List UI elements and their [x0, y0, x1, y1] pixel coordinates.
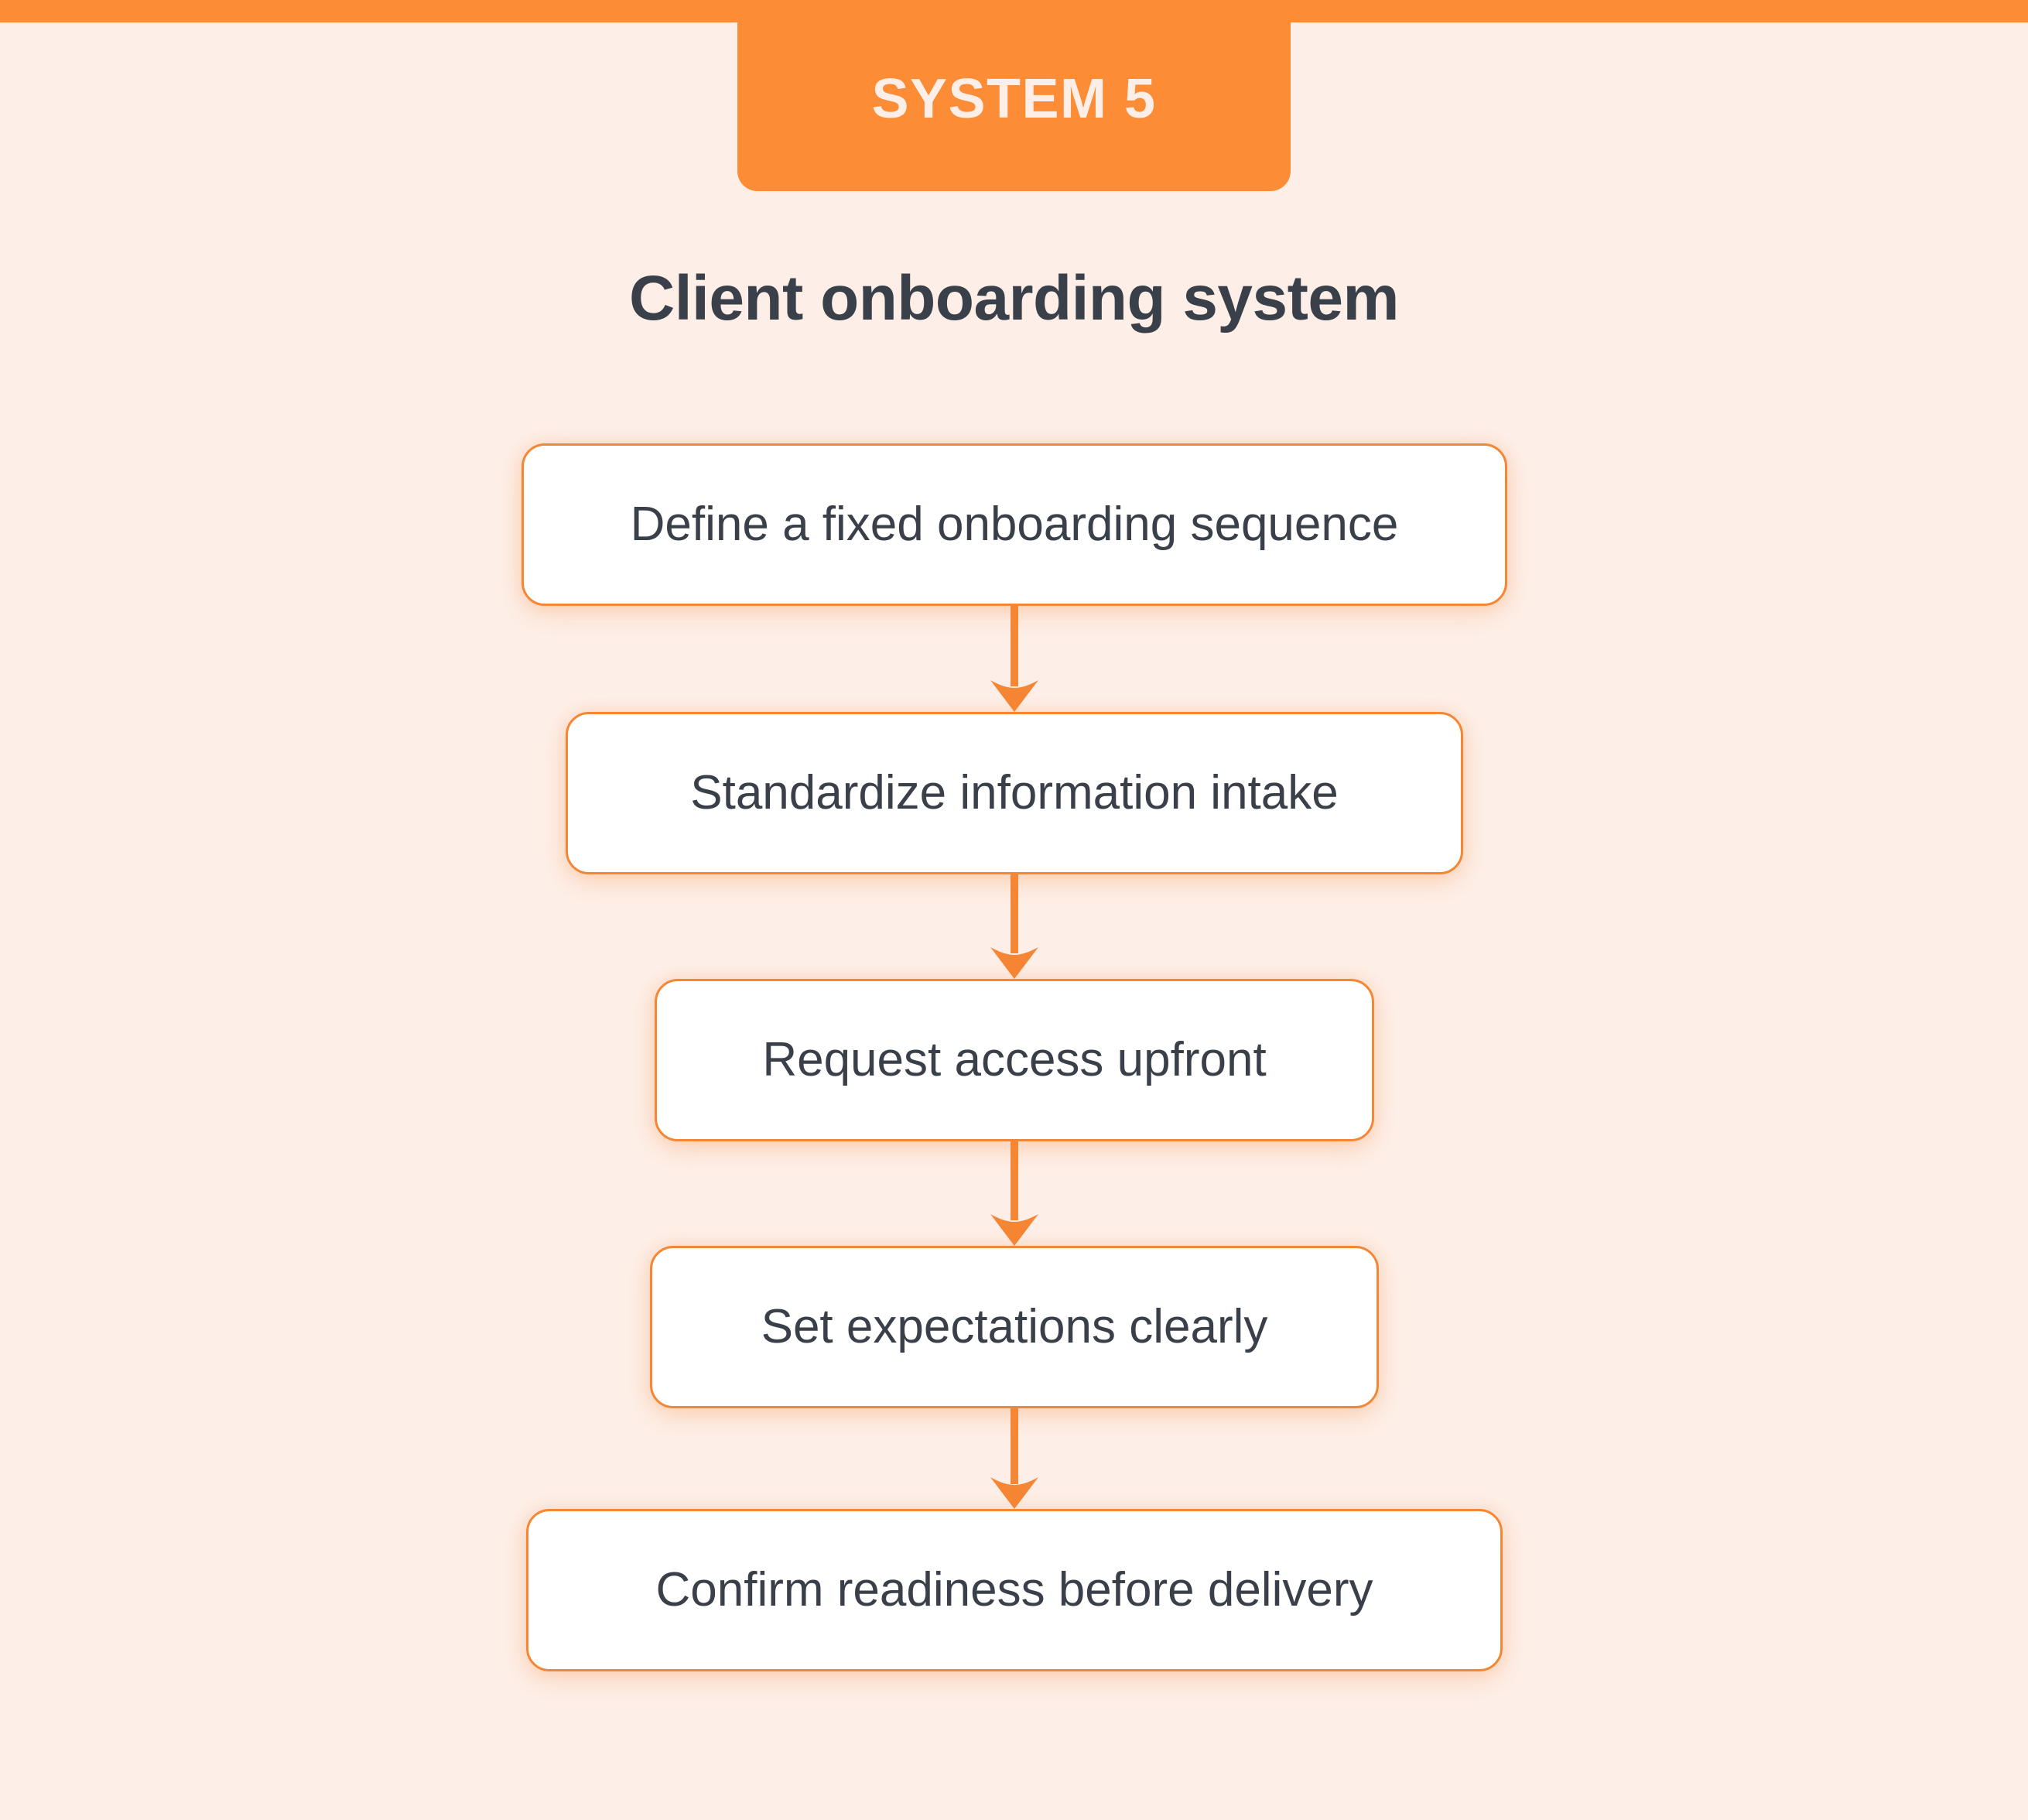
- flow-connector-arrow: [984, 1408, 1045, 1509]
- flow-connector-arrow: [984, 606, 1045, 712]
- system-badge-tab: SYSTEM 5: [737, 0, 1291, 191]
- arrow-down-icon: [990, 606, 1038, 712]
- page-title: Client onboarding system: [629, 262, 1399, 334]
- flowchart: Define a fixed onboarding sequence Stand…: [0, 443, 2028, 1681]
- flow-node[interactable]: Define a fixed onboarding sequence: [522, 443, 1507, 606]
- flow-node-label: Define a fixed onboarding sequence: [630, 498, 1399, 552]
- system-badge-label: SYSTEM 5: [871, 67, 1157, 130]
- arrow-down-icon: [990, 874, 1038, 979]
- flow-node[interactable]: Standardize information intake: [566, 712, 1463, 874]
- flow-node[interactable]: Set expectations clearly: [650, 1246, 1379, 1408]
- flow-node[interactable]: Confirm readiness before delivery: [526, 1509, 1503, 1671]
- flow-connector-arrow: [984, 1141, 1045, 1246]
- arrow-down-icon: [990, 1408, 1038, 1509]
- flow-node-label: Set expectations clearly: [761, 1300, 1268, 1354]
- flow-node-label: Request access upfront: [762, 1033, 1267, 1087]
- arrow-down-icon: [990, 1141, 1038, 1246]
- flow-node[interactable]: Request access upfront: [655, 979, 1374, 1141]
- flow-node-label: Confirm readiness before delivery: [655, 1563, 1373, 1617]
- flow-connector-arrow: [984, 874, 1045, 979]
- flow-node-label: Standardize information intake: [690, 766, 1339, 820]
